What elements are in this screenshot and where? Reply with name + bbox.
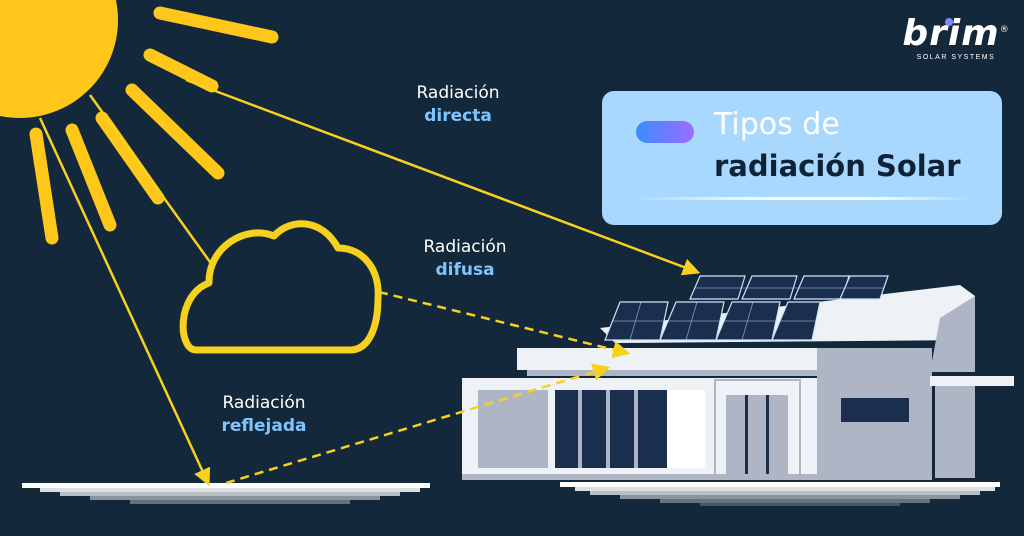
logo-dot-icon — [945, 18, 953, 26]
radiation-arrows — [38, 78, 701, 487]
title-underline — [632, 197, 972, 200]
brand-tagline: SOLAR SYSTEMS — [916, 54, 996, 61]
title-line2: radiación Solar — [714, 149, 961, 183]
title-pill-icon — [636, 121, 694, 143]
brand-logo: brim® SOLAR SYSTEMS — [900, 13, 1012, 62]
title-line1: Tipos de — [714, 107, 840, 142]
arrow-diffuse — [378, 290, 631, 359]
ground — [22, 482, 1000, 506]
solar-panel-icon — [604, 275, 889, 341]
label-diffuse-line2: difusa — [435, 259, 495, 280]
label-diffuse-line1: Radiación — [423, 237, 507, 257]
label-direct-line1: Radiación — [416, 83, 500, 103]
cloud-icon — [179, 220, 382, 354]
house-illustration — [462, 275, 1014, 480]
arrow-direct — [185, 78, 701, 276]
title-card: Tipos de radiación Solar — [602, 91, 1002, 225]
arrow-reflected — [225, 363, 611, 485]
registered-mark: ® — [999, 25, 1010, 35]
brand-name: brim® — [902, 13, 1010, 54]
label-reflected-line2: reflejada — [221, 415, 307, 436]
arrow-sun-cloud — [88, 94, 212, 263]
label-reflected: Radiación reflejada — [204, 392, 324, 438]
label-direct: Radiación directa — [398, 82, 518, 128]
sun-icon — [0, 0, 279, 245]
label-direct-line2: directa — [424, 105, 492, 126]
label-reflected-line1: Radiación — [222, 393, 306, 413]
label-diffuse: Radiación difusa — [405, 236, 525, 282]
arrow-sun-ground — [38, 117, 211, 487]
